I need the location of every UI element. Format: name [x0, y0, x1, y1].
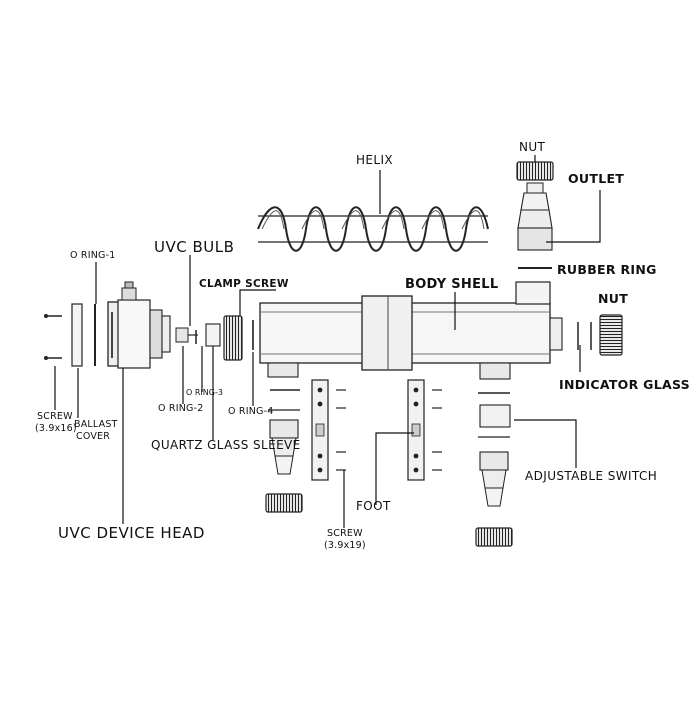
bulb-assembly — [175, 315, 254, 361]
foot-label: FOOT — [356, 499, 391, 513]
helix-part — [257, 206, 489, 252]
rubber-ring-label: RUBBER RING — [557, 262, 657, 277]
o-ring-2-label: O RING-2 — [158, 403, 204, 414]
device-head-part — [107, 281, 171, 369]
helix-label: HELIX — [356, 153, 394, 167]
outlet-part — [517, 182, 553, 251]
ballast-cover-label-line1: BALLAST — [74, 419, 118, 430]
body-shell-label: BODY SHELL — [405, 277, 499, 292]
screw-bottom-label-line2: (3.9x19) — [324, 540, 366, 551]
adjustable-switch-label: ADJUSTABLE SWITCH — [525, 469, 658, 483]
uvc-bulb-label: UVC BULB — [154, 238, 235, 256]
screw-bottom-label-line1: SCREW — [327, 528, 363, 539]
indicator-glass-part — [577, 322, 592, 350]
screw-left-label-line1: SCREW — [37, 411, 73, 422]
foot-left-part — [311, 379, 346, 481]
foot-right-part — [407, 379, 442, 481]
ballast-cover-part — [71, 303, 96, 367]
quartz-glass-sleeve-label: QUARTZ GLASS SLEEVE — [151, 438, 301, 452]
ballast-cover-label-line2: COVER — [76, 431, 111, 442]
adjustable-switch-part — [475, 392, 513, 547]
o-ring-3-label: O RING-3 — [186, 388, 223, 397]
uvc-device-head-label: UVC DEVICE HEAD — [58, 524, 205, 542]
screw-left-label-line2: (3.9x16) — [35, 423, 77, 434]
inlet-part — [265, 389, 303, 513]
o-ring-4-label: O RING-4 — [228, 406, 274, 417]
outlet-label: OUTLET — [568, 171, 625, 186]
right-nut-part — [599, 314, 623, 356]
leader-lines — [54, 155, 601, 528]
o-ring-1-label: O RING-1 — [70, 250, 116, 261]
clamp-screw-label: CLAMP SCREW — [199, 278, 289, 290]
nut-top-label: NUT — [519, 140, 546, 154]
top-nut-part — [516, 161, 554, 181]
left-screws — [44, 314, 62, 360]
indicator-glass-label: INDICATOR GLASS — [559, 377, 690, 392]
body-shell-part — [259, 281, 563, 380]
nut-right-label: NUT — [598, 291, 629, 306]
